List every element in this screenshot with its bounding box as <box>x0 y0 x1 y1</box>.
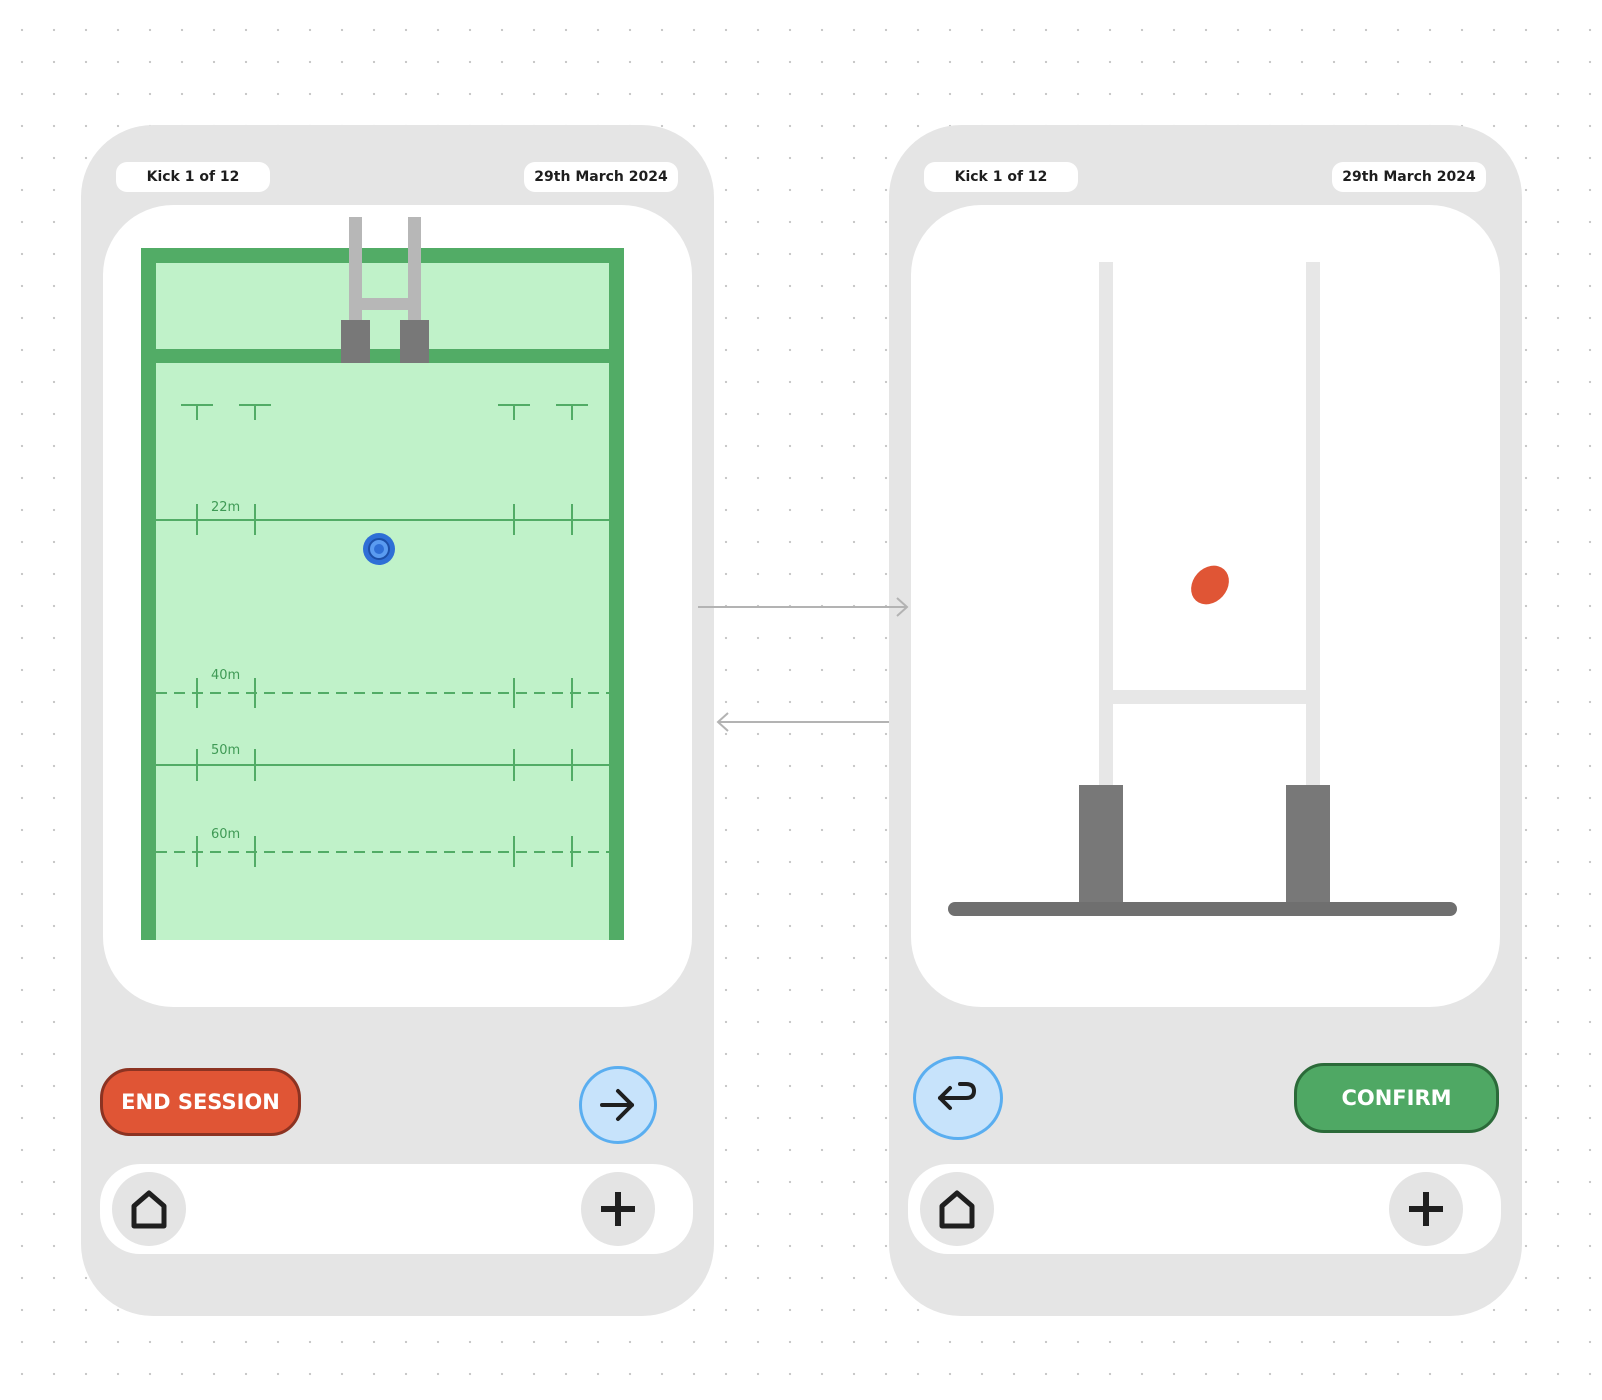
right-post-pad <box>1286 785 1330 907</box>
add-button[interactable] <box>581 1172 655 1246</box>
date-pill: 29th March 2024 <box>1332 162 1486 192</box>
label-22m: 22m <box>211 500 240 515</box>
return-arrow-icon <box>938 1082 976 1110</box>
rugby-pitch[interactable]: 22m 40m 50m <box>103 205 692 1007</box>
label-50m: 50m <box>211 743 240 758</box>
next-button[interactable] <box>579 1066 657 1144</box>
goal-posts-front[interactable] <box>911 205 1500 1007</box>
line-22m <box>156 504 609 535</box>
right-upright <box>1306 262 1320 785</box>
left-post-pad <box>1079 785 1123 907</box>
line-40m <box>156 678 609 708</box>
session-date: 29th March 2024 <box>534 169 668 185</box>
target-marker-icon[interactable] <box>363 533 395 565</box>
kick-counter: Kick 1 of 12 <box>954 169 1048 185</box>
back-flow-arrow-icon <box>716 712 889 732</box>
session-date: 29th March 2024 <box>1342 169 1476 185</box>
date-pill: 29th March 2024 <box>524 162 678 192</box>
forward-flow-arrow-icon <box>698 597 909 617</box>
plus-icon <box>601 1192 635 1226</box>
left-upright <box>1099 262 1113 785</box>
goal-screen-phone: Kick 1 of 12 29th March 2024 CONFIRM <box>889 125 1522 1316</box>
crossbar <box>1099 690 1320 704</box>
bottom-nav-bar <box>908 1164 1501 1254</box>
arrow-right-icon <box>600 1089 634 1121</box>
touchline-right <box>609 248 624 940</box>
touchline-left <box>141 248 156 940</box>
five-metre-markers <box>181 404 588 420</box>
kick-counter-pill: Kick 1 of 12 <box>116 162 270 192</box>
back-button[interactable] <box>913 1056 1003 1140</box>
end-session-button[interactable]: END SESSION <box>100 1068 301 1136</box>
add-button[interactable] <box>1389 1172 1463 1246</box>
goal-posts-icon <box>341 217 429 363</box>
end-session-label: END SESSION <box>121 1090 280 1114</box>
plus-icon <box>1409 1192 1443 1226</box>
pitch-view[interactable]: 22m 40m 50m <box>103 205 692 1007</box>
rugby-ball-icon[interactable] <box>1183 558 1236 612</box>
goal-view[interactable] <box>911 205 1500 1007</box>
label-40m: 40m <box>211 668 240 683</box>
label-60m: 60m <box>211 827 240 842</box>
pitch-screen-phone: Kick 1 of 12 29th March 2024 <box>81 125 714 1316</box>
confirm-button[interactable]: CONFIRM <box>1294 1063 1499 1133</box>
home-icon <box>939 1190 975 1229</box>
home-button[interactable] <box>920 1172 994 1246</box>
home-button[interactable] <box>112 1172 186 1246</box>
bottom-nav-bar <box>100 1164 693 1254</box>
dead-ball-line <box>141 248 624 263</box>
confirm-label: CONFIRM <box>1341 1086 1452 1110</box>
pitch-surface[interactable] <box>141 248 624 940</box>
home-icon <box>131 1190 167 1229</box>
kick-counter-pill: Kick 1 of 12 <box>924 162 1078 192</box>
line-50m <box>156 749 609 781</box>
kick-counter: Kick 1 of 12 <box>146 169 240 185</box>
ground-line <box>948 902 1457 916</box>
line-60m <box>156 836 609 867</box>
try-line <box>141 349 624 363</box>
